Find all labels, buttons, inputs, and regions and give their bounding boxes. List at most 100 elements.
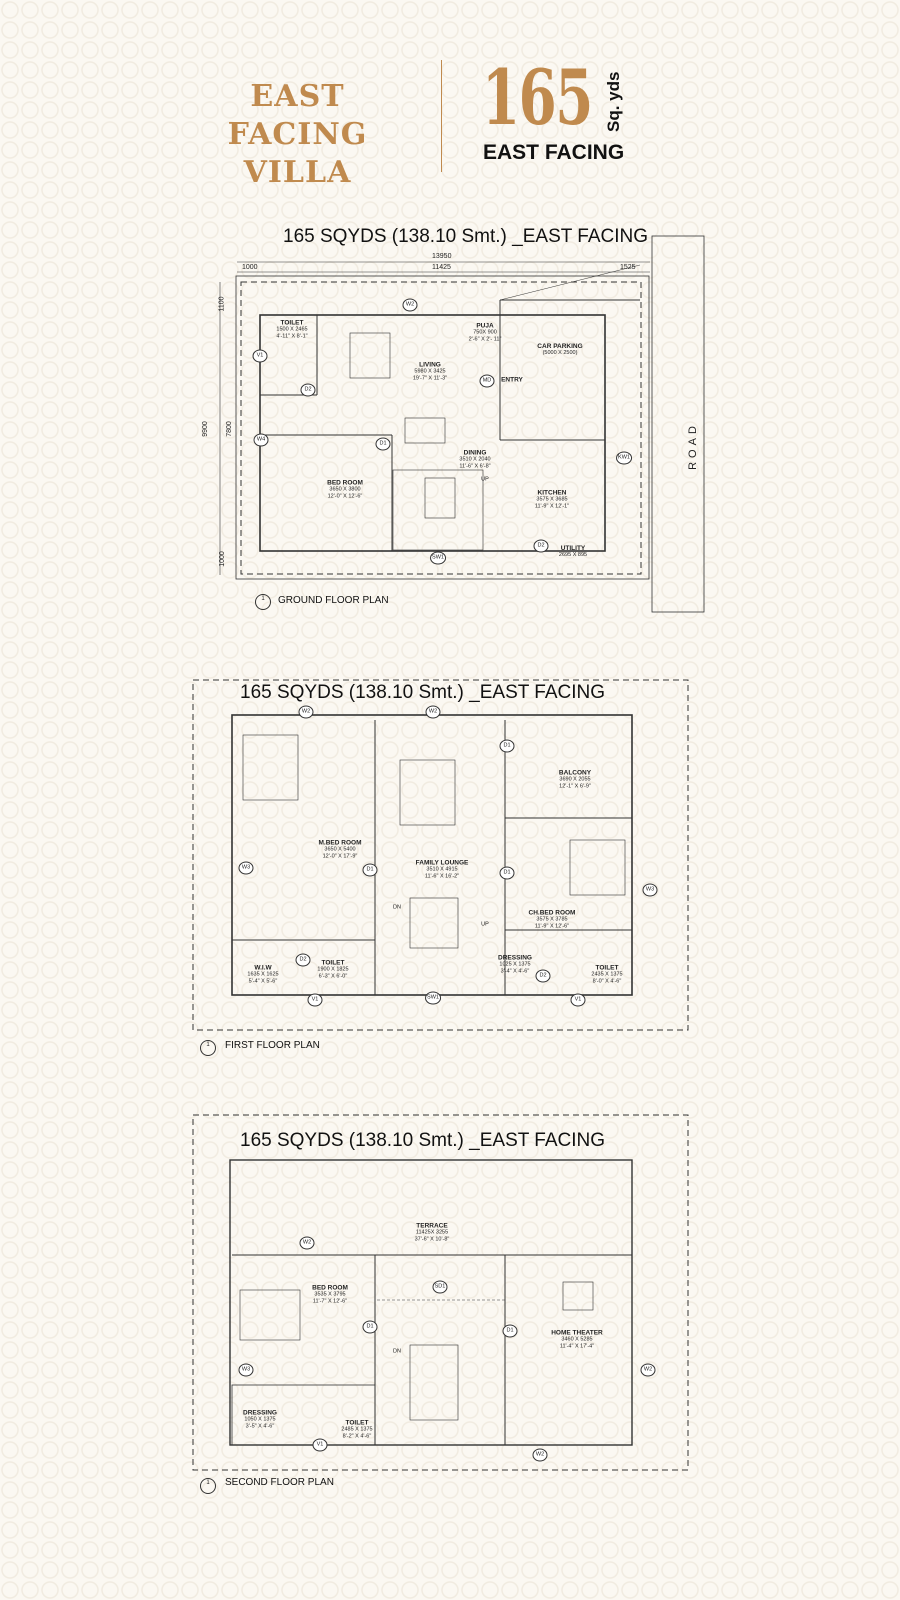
room-name: BALCONY (558, 769, 592, 777)
room-name: BED ROOM (312, 1284, 348, 1292)
facing-label: EAST FACING (483, 141, 625, 164)
room-label: ENTRY (501, 377, 523, 384)
villa-title: EAST FACING VILLA (227, 79, 368, 190)
room-imperial: 12'-0" X 17'-9" (322, 853, 358, 860)
room-dims: 750X 900 (473, 329, 497, 336)
room-imperial: 2'-6" X 2'- 11" (468, 336, 502, 343)
room-imperial: 37'-6" X 10'-8" (414, 1236, 450, 1243)
room-name: TOILET (321, 959, 345, 967)
room-imperial: 11'-9" X 12'-6" (534, 923, 570, 930)
opening-tag: V1 (252, 349, 268, 363)
opening-tag: SW1 (430, 551, 446, 565)
room-dims: 3690 X 2055 (559, 776, 591, 783)
plan-marker: 1 (255, 594, 271, 610)
room-name: FAMILY LOUNGE (415, 859, 469, 867)
room-dims: 1635 X 1625 (247, 971, 279, 978)
dim-total-depth: 9900 (201, 421, 209, 437)
first-floor-label: FIRST FLOOR PLAN (225, 1040, 320, 1051)
opening-tag: D1 (499, 739, 515, 753)
room-imperial: 12'-0" X 12'-6" (327, 493, 363, 500)
room-name: BED ROOM (327, 479, 363, 487)
opening-tag: D2 (295, 953, 311, 967)
room-imperial: 8'-0" X 4'-6" (592, 978, 622, 985)
room-dims: 1025 X 1375 (499, 961, 531, 968)
room-dims: 5980 X 3425 (414, 368, 446, 375)
room-dims: 1050 X 1375 (244, 1416, 276, 1423)
dim-depth: 7800 (225, 421, 233, 437)
dim-total-width: 13950 (432, 253, 452, 260)
opening-tag: D2 (535, 969, 551, 983)
opening-tag: D1 (375, 437, 391, 451)
room-imperial: 12'-1" X 6'-9" (559, 783, 591, 790)
room-label: CAR PARKING(5000 X 2500) (537, 343, 582, 357)
room-imperial: 11'-6" X 6'-8" (459, 463, 491, 470)
room-dims: 3575 X 3785 (536, 916, 568, 923)
room-name: M.BED ROOM (318, 839, 362, 847)
road-label: ROAD (687, 422, 699, 470)
ground-floor-title: 165 SQYDS (138.10 Smt.) _EAST FACING (283, 226, 649, 247)
dim-middle: 11425 (432, 264, 451, 271)
room-name: ENTRY (501, 376, 523, 384)
second-floor-label: SECOND FLOOR PLAN (225, 1477, 334, 1488)
opening-tag: SW1 (425, 991, 441, 1005)
opening-tag: W2 (640, 1363, 656, 1377)
second-floor-title: 165 SQYDS (138.10 Smt.) _EAST FACING (240, 1130, 606, 1151)
opening-tag: MD (479, 374, 495, 388)
room-imperial: 5'-4" X 5'-6" (248, 978, 278, 985)
room-name: DRESSING (243, 1409, 277, 1417)
room-name: W.I.W (254, 964, 272, 972)
opening-tag: W4 (253, 433, 269, 447)
room-dims: 3650 X 5400 (324, 846, 356, 853)
room-imperial: 11'-6" X 16'-2" (424, 873, 460, 880)
room-dims: 3650 X 3800 (329, 486, 361, 493)
room-dims: 1900 X 1825 (317, 966, 349, 973)
opening-tag: W3 (238, 1363, 254, 1377)
room-name: PUJA (476, 322, 494, 330)
room-dims: 2435 X 1375 (591, 971, 623, 978)
second-floor-drawing (192, 1114, 689, 1471)
room-name: DINING (463, 449, 487, 457)
room-dims: 3460 X 5285 (561, 1336, 593, 1343)
first-floor-title: 165 SQYDS (138.10 Smt.) _EAST FACING (240, 682, 606, 703)
room-name: TOILET (280, 319, 304, 327)
opening-tag: D2 (533, 539, 549, 553)
room-imperial: 11'-7" X 12'-6" (312, 1298, 348, 1305)
room-imperial: 19'-7" X 11'-3" (412, 375, 448, 382)
plan-marker: 1 (200, 1040, 216, 1056)
room-name: TOILET (345, 1419, 369, 1427)
opening-tag: UP (481, 921, 489, 928)
room-imperial: 8'-2" X 4'-6" (342, 1433, 372, 1440)
room-dims: (5000 X 2500) (542, 350, 578, 356)
opening-tag: W3 (238, 861, 254, 875)
opening-tag: V1 (570, 993, 586, 1007)
opening-tag: D1 (499, 866, 515, 880)
opening-tag: KW1 (616, 451, 632, 465)
room-dims: 2485 X 1375 (341, 1426, 373, 1433)
room-name: KITCHEN (537, 489, 567, 497)
ground-floor-drawing (219, 235, 705, 613)
opening-tag: W2 (425, 705, 441, 719)
opening-tag: W2 (298, 705, 314, 719)
opening-tag: W3 (642, 883, 658, 897)
room-dims: 3575 X 3685 (536, 496, 568, 503)
room-name: CAR PARKING (537, 343, 583, 350)
opening-tag: D1 (362, 1320, 378, 1334)
opening-tag: UP (481, 476, 489, 483)
opening-tag: D1 (502, 1324, 518, 1338)
ground-floor-label: GROUND FLOOR PLAN (278, 595, 389, 606)
room-imperial: 4'-11" X 8'-1" (276, 333, 308, 340)
plan-marker: 1 (200, 1478, 216, 1494)
opening-tag: V1 (307, 993, 323, 1007)
room-dims: 3510 X 4915 (426, 866, 458, 873)
